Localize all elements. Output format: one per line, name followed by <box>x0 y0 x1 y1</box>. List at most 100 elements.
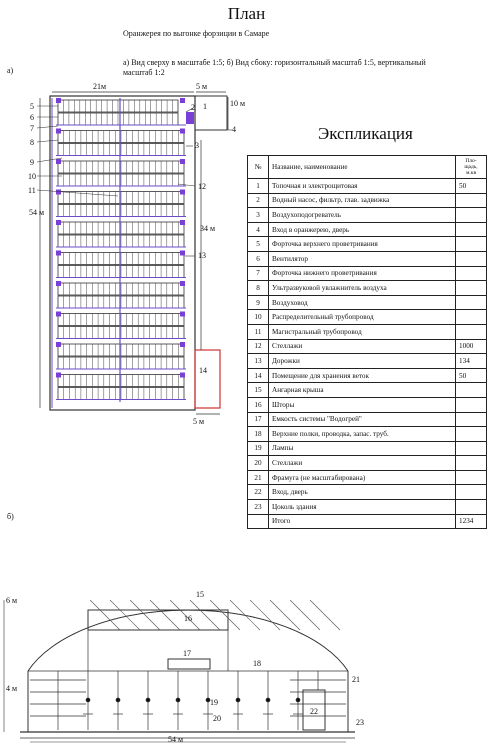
side-label-19: 19 <box>210 698 218 707</box>
cell-num: 23 <box>247 499 269 515</box>
side-label-18: 18 <box>253 659 261 668</box>
cell-num: 18 <box>247 426 269 442</box>
lamp <box>175 697 181 703</box>
greenhouse-outline <box>49 95 196 411</box>
cell-area <box>455 426 487 442</box>
cell-area <box>455 192 487 209</box>
cell-num: 6 <box>247 250 269 267</box>
storage-room <box>194 349 221 409</box>
cell-num: 2 <box>247 192 269 209</box>
plan-label-4: 4 <box>232 125 236 134</box>
explication-title: Экспликация <box>318 124 413 143</box>
cell-area <box>455 499 487 515</box>
dim-height-top: 6 м <box>6 596 18 605</box>
cell-name: Цоколь здания <box>268 499 456 515</box>
side-view-label: б) <box>7 512 14 521</box>
cell-name: Распределительный трубопровод <box>268 309 456 325</box>
cell-num: 22 <box>247 484 269 501</box>
cell-num: 14 <box>247 367 269 384</box>
cell-area <box>455 309 487 325</box>
cell-num: 4 <box>247 221 269 238</box>
plan-label-12: 12 <box>198 182 206 191</box>
cell-area <box>455 265 487 282</box>
plan-label-9: 9 <box>30 158 34 167</box>
side-label-20: 20 <box>213 714 221 723</box>
rack <box>57 143 185 156</box>
rack <box>57 130 185 143</box>
lamp <box>265 697 271 703</box>
cell-area <box>455 469 487 486</box>
cell-num: 7 <box>247 265 269 282</box>
rack <box>57 326 185 339</box>
cell-area: 50 <box>455 367 487 384</box>
cell-name: Шторы <box>268 396 456 413</box>
cell-area: 50 <box>455 178 487 194</box>
vent-marker <box>180 250 185 256</box>
cell-name: Ультразвуковой увлажнитель воздуха <box>268 280 456 296</box>
cell-name: Ангарная крыша <box>268 382 456 398</box>
rack <box>57 313 185 326</box>
plan-label-5: 5 <box>30 102 34 111</box>
rack <box>57 387 185 400</box>
cell-num: 15 <box>247 382 269 398</box>
cell-name: Дорожки <box>268 353 456 369</box>
rack <box>57 374 185 387</box>
plan-label-2: 2 <box>191 103 195 112</box>
side-label-17: 17 <box>183 649 191 658</box>
rack <box>57 191 185 204</box>
water-pump <box>186 112 194 124</box>
total-name: Итого <box>268 513 456 530</box>
plan-label-7: 7 <box>30 124 34 133</box>
cell-num: 21 <box>247 469 269 486</box>
dim-side-width: 54 м <box>168 735 184 744</box>
cell-name: Вход, дверь <box>268 484 456 501</box>
plan-view <box>36 91 232 415</box>
cell-area <box>455 382 487 398</box>
humidifier-marker <box>56 250 61 256</box>
vent-marker <box>180 281 185 286</box>
rack <box>57 221 185 235</box>
plan-label-1: 1 <box>203 102 207 111</box>
cell-area: 134 <box>455 353 487 369</box>
cell-name: Водный насос, фильтр, глав. задвижка <box>268 192 456 209</box>
cell-area <box>455 323 487 340</box>
humidifier-marker <box>56 98 61 103</box>
plan-label-8: 8 <box>30 138 34 147</box>
rack <box>57 160 185 174</box>
col-name: Название, наименование <box>268 155 456 179</box>
dim-height-bottom: 4 м <box>6 684 18 693</box>
cell-num: 20 <box>247 455 269 471</box>
rack <box>57 99 179 113</box>
cell-num: 12 <box>247 338 269 355</box>
side-label-16: 16 <box>184 614 192 623</box>
side-label-15: 15 <box>196 590 204 599</box>
cell-area <box>455 236 487 252</box>
cell-area <box>455 484 487 501</box>
col-num: № <box>247 155 269 179</box>
cell-num: 10 <box>247 309 269 325</box>
rack <box>57 356 185 370</box>
cell-num: 19 <box>247 440 269 457</box>
cell-name: Емкость системы "Водогрей" <box>268 411 456 428</box>
cell-name: Вход в оранжерею, дверь <box>268 221 456 238</box>
dim-side-length: 10 м <box>230 99 246 108</box>
curtains <box>87 609 229 631</box>
plan-label-13: 13 <box>198 251 206 260</box>
cell-name: Стеллажи <box>268 338 456 355</box>
